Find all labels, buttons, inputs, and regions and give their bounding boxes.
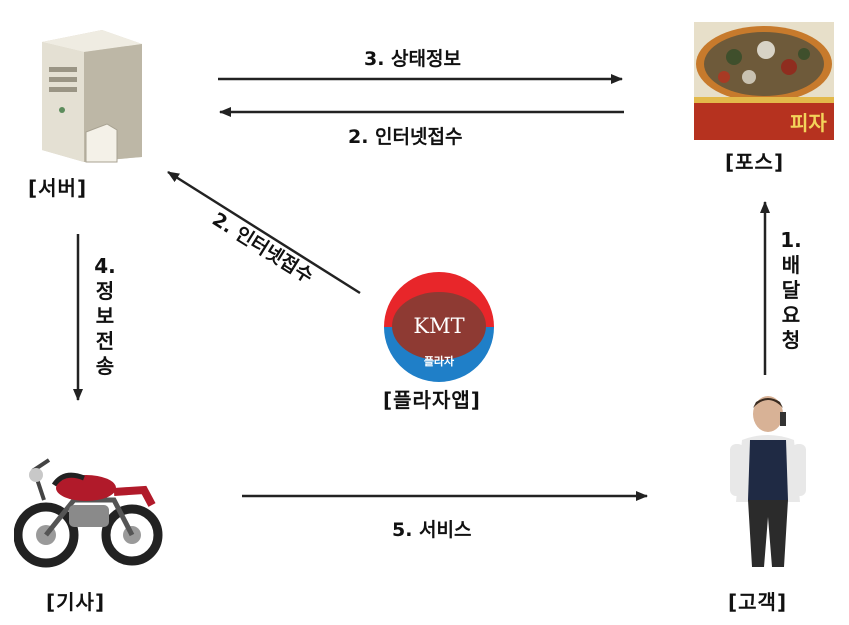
- flow-delivery-request: 1. 배 달 요 청: [776, 228, 806, 353]
- flow-info-transfer-num: 4.: [94, 254, 116, 278]
- flow-delivery-request-char: 달: [781, 278, 801, 302]
- flow-info-transfer-char: 보: [95, 304, 115, 328]
- server-label: [서버]: [28, 176, 88, 200]
- logo-circle-icon: [384, 272, 494, 382]
- flow-info-transfer-char: 송: [95, 354, 115, 378]
- app-label: [플라자앱]: [383, 388, 481, 412]
- flow-service: 5. 서비스: [392, 519, 472, 541]
- arrow-app-to-server: [167, 170, 361, 295]
- flow-internet-order-pos: 2. 인터넷접수: [348, 126, 463, 148]
- customer-person-icon: [730, 396, 806, 567]
- pos-label: [포스]: [725, 150, 785, 174]
- flow-delivery-request-char: 청: [781, 328, 801, 352]
- logo-text: KMT: [413, 314, 465, 338]
- pizza-pos-image: 피자: [694, 22, 834, 140]
- motorcycle-icon: [14, 458, 163, 568]
- pizza-sign: 피자: [790, 111, 827, 135]
- customer-label: [고객]: [728, 590, 788, 614]
- flow-delivery-request-num: 1.: [780, 228, 802, 252]
- flow-status-info: 3. 상태정보: [364, 48, 461, 70]
- logo-subtext: 플라자: [423, 355, 455, 368]
- flow-delivery-request-char: 배: [781, 253, 801, 277]
- flow-delivery-request-char: 요: [781, 303, 801, 327]
- flow-info-transfer-char: 전: [95, 329, 115, 353]
- server-icon: [42, 30, 142, 163]
- flow-info-transfer: 4. 정 보 전 송: [90, 254, 120, 379]
- flow-info-transfer-char: 정: [95, 279, 115, 303]
- rider-label: [기사]: [46, 590, 106, 614]
- kmt-plaza-logo: KMT 플라자: [384, 272, 494, 382]
